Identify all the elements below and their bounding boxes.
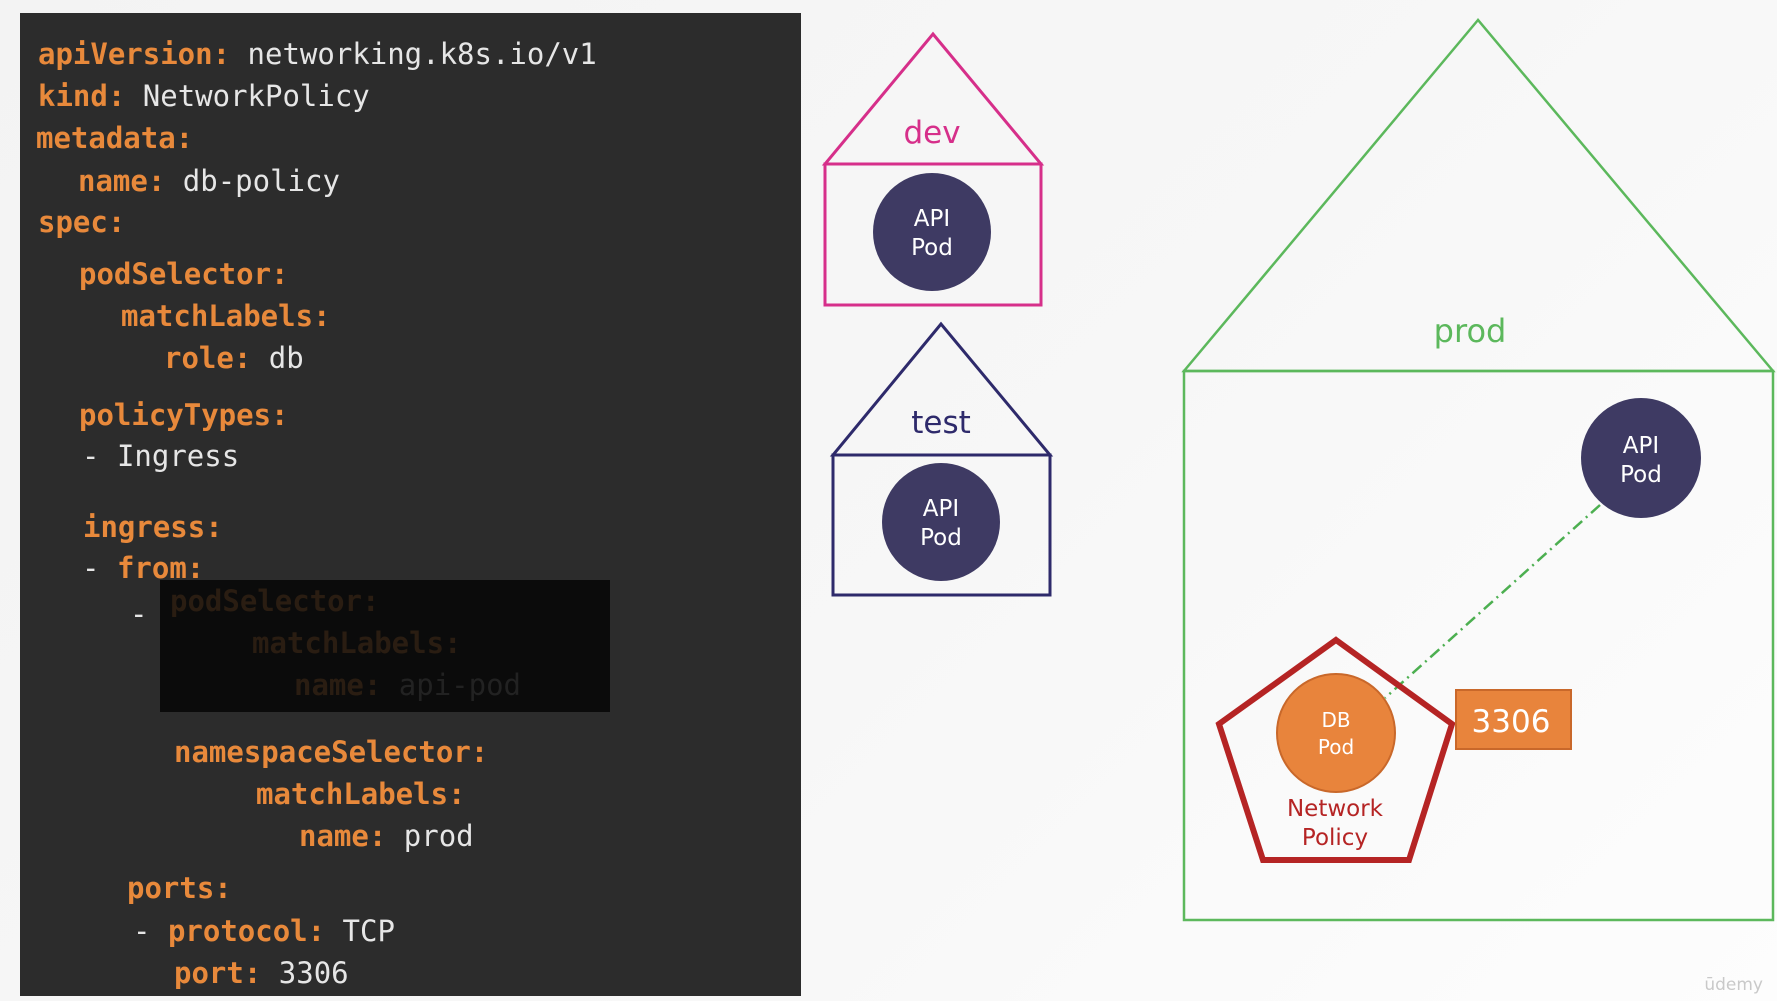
prod-box	[1182, 369, 1775, 922]
port-badge-label: 3306	[1472, 704, 1551, 740]
code-line-podselector: podSelector:	[79, 257, 289, 291]
network-policy-label-2: Policy	[1302, 825, 1368, 851]
prod-namespace: prod API Pod DB Pod Network Policy 3306	[1181, 18, 1776, 922]
dev-namespace: dev API Pod	[821, 31, 1045, 307]
code-line-name: name: db-policy	[78, 164, 340, 198]
db-pod-label-2: Pod	[1318, 735, 1354, 759]
test-api-pod-label-1: API	[923, 496, 959, 522]
code-line-policytypes: policyTypes:	[79, 398, 289, 432]
db-pod	[1276, 673, 1396, 793]
code-line-port: port: 3306	[174, 956, 349, 990]
udemy-watermark: ūdemy	[1704, 975, 1763, 995]
code-line-from: - from:	[82, 551, 205, 585]
db-pod-label-1: DB	[1321, 708, 1350, 732]
code-line-metadata: metadata:	[36, 121, 194, 155]
code-line-apiversion: apiVersion: networking.k8s.io/v1	[38, 37, 597, 71]
code-line-ns-name: name: prod	[299, 819, 474, 853]
masked-line-podselector: podSelector:	[170, 584, 380, 618]
prod-label: prod	[1434, 312, 1507, 350]
code-line-matchlabels: matchLabels:	[121, 299, 331, 333]
prod-api-pod	[1581, 398, 1701, 518]
prod-api-pod-label-1: API	[1623, 433, 1659, 459]
code-panel: apiVersion: networking.k8s.io/v1 kind: N…	[20, 13, 801, 996]
test-namespace: test API Pod	[829, 321, 1054, 597]
code-line-role: role: db	[164, 341, 304, 375]
code-line-namespaceselector: namespaceSelector:	[174, 735, 489, 769]
code-line-item-dash: -	[130, 597, 148, 631]
test-box	[831, 453, 1052, 597]
masked-line-name: name: api-pod	[294, 668, 521, 702]
test-label: test	[911, 405, 971, 441]
masked-line-matchlabels: matchLabels:	[252, 626, 462, 660]
dev-box	[823, 162, 1043, 307]
prod-api-pod-label-2: Pod	[1620, 462, 1662, 488]
code-line-ns-matchlabels: matchLabels:	[256, 777, 466, 811]
code-line-spec: spec:	[38, 205, 126, 239]
network-policy-shape	[1215, 636, 1456, 863]
network-policy-label-1: Network	[1287, 796, 1384, 822]
test-api-pod	[882, 463, 1000, 581]
dev-api-pod	[873, 173, 991, 291]
test-api-pod-label-2: Pod	[920, 525, 962, 551]
dev-api-pod-label-2: Pod	[911, 235, 953, 261]
code-line-kind: kind: NetworkPolicy	[38, 79, 370, 113]
code-line-ingress: ingress:	[83, 510, 223, 544]
code-line-ingress-type: - Ingress	[82, 439, 240, 473]
code-line-protocol: - protocol: TCP	[133, 914, 395, 948]
code-line-ports: ports:	[127, 871, 232, 905]
dev-label: dev	[903, 115, 960, 151]
port-badge	[1455, 689, 1572, 750]
dev-api-pod-label-1: API	[914, 206, 950, 232]
hidden-podselector-block: podSelector: matchLabels: name: api-pod	[160, 580, 610, 712]
ingress-connector	[1384, 504, 1601, 699]
